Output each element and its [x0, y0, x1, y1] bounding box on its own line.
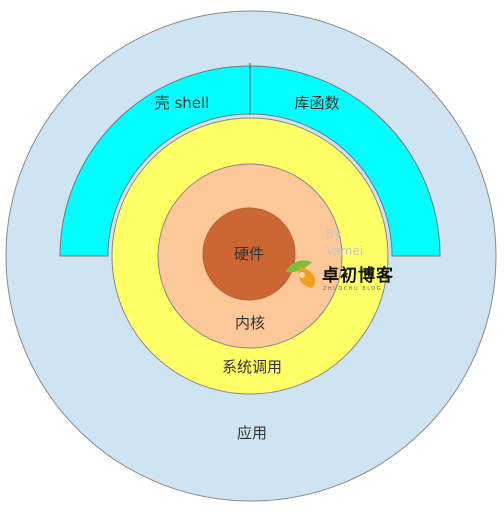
- syscall-label: 系统调用: [222, 358, 282, 376]
- watermark-by: By: [326, 227, 341, 241]
- shell-library-band: [59, 65, 441, 257]
- library-label: 库函数: [294, 94, 339, 112]
- logo-subtext: ZHUOCHU BLOG: [323, 286, 382, 292]
- leaf-icon: [286, 260, 316, 288]
- blog-logo: 卓初博客 ZHUOCHU BLOG: [286, 260, 394, 292]
- logo-text: 卓初博客: [322, 265, 394, 286]
- watermark-author: Vamei: [326, 244, 363, 258]
- shell-label: 壳 shell: [155, 94, 210, 112]
- kernel-label: 内核: [235, 314, 265, 332]
- application-label: 应用: [237, 424, 267, 442]
- hardware-label: 硬件: [234, 245, 264, 263]
- hardware-core: [202, 207, 296, 301]
